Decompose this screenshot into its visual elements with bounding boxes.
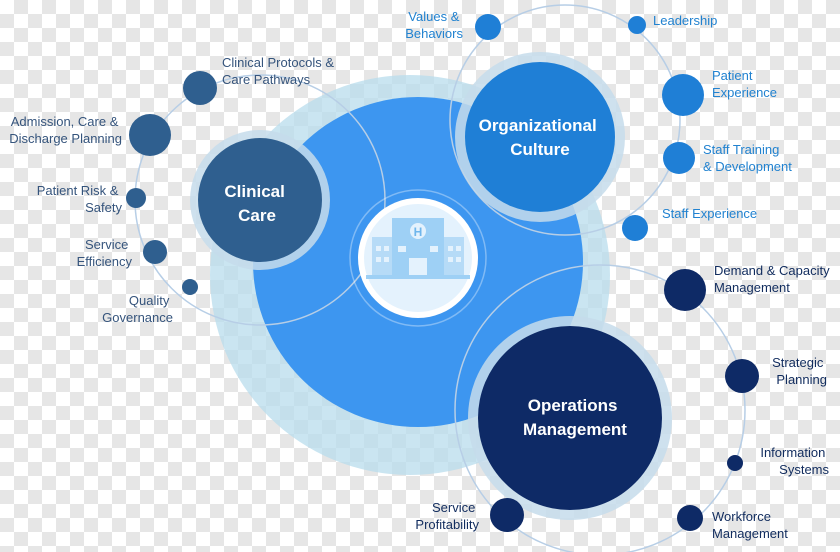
node-admission-care: Admission, Care & Discharge Planning bbox=[9, 114, 171, 156]
node-label: Staff Experience bbox=[662, 206, 757, 221]
node-clinical-protocols: Clinical Protocols & Care Pathways bbox=[183, 55, 338, 105]
node-label: Demand & Capacity Management bbox=[714, 263, 833, 295]
node-dot bbox=[664, 269, 706, 311]
organizational-culture-hub-label: Organizational Culture bbox=[479, 116, 602, 159]
node-service-profitability: Service Profitability bbox=[415, 498, 524, 532]
operations-management-hub bbox=[478, 326, 662, 510]
svg-text:H: H bbox=[414, 225, 423, 239]
node-dot bbox=[490, 498, 524, 532]
node-label: Admission, Care & Discharge Planning bbox=[9, 114, 122, 146]
node-staff-experience: Staff Experience bbox=[622, 206, 757, 241]
culture-orbit bbox=[449, 4, 681, 236]
node-strategic-planning: Strategic Planning bbox=[725, 355, 827, 393]
node-quality-governance: Quality Governance bbox=[102, 279, 198, 325]
node-dot bbox=[628, 16, 646, 34]
node-label: Workforce Management bbox=[712, 509, 788, 541]
node-dot bbox=[126, 188, 146, 208]
node-information-systems: Information Systems bbox=[727, 445, 829, 477]
node-dot bbox=[727, 455, 743, 471]
node-demand-capacity: Demand & Capacity Management bbox=[664, 263, 833, 311]
node-values-behaviors: Values & Behaviors bbox=[405, 9, 501, 41]
node-label: Leadership bbox=[653, 13, 717, 28]
node-workforce-management: Workforce Management bbox=[677, 505, 788, 541]
node-label: Values & Behaviors bbox=[405, 9, 463, 41]
node-patient-risk: Patient Risk & Safety bbox=[37, 183, 146, 215]
clinical-care-hub-label: Clinical Care bbox=[224, 182, 289, 225]
clinical-care-hub bbox=[198, 138, 322, 262]
node-dot bbox=[662, 74, 704, 116]
node-label: Patient Experience bbox=[712, 68, 777, 100]
node-dot bbox=[622, 215, 648, 241]
operations-orbit bbox=[454, 264, 746, 552]
operations-management-hub-label: Operations Management bbox=[523, 396, 627, 439]
node-patient-experience: Patient Experience bbox=[662, 68, 777, 116]
node-label: Patient Risk & Safety bbox=[37, 183, 123, 215]
node-label: Quality Governance bbox=[102, 293, 173, 325]
node-dot bbox=[183, 71, 217, 105]
node-dot bbox=[725, 359, 759, 393]
node-leadership: Leadership bbox=[628, 13, 717, 34]
node-label: Information Systems bbox=[760, 445, 829, 477]
node-label: Service Efficiency bbox=[77, 237, 133, 269]
node-label: Clinical Protocols & Care Pathways bbox=[222, 55, 338, 87]
node-label: Service Profitability bbox=[415, 500, 479, 532]
node-label: Staff Training & Development bbox=[703, 142, 792, 174]
node-dot bbox=[143, 240, 167, 264]
node-dot bbox=[129, 114, 171, 156]
organizational-culture-hub bbox=[465, 62, 615, 212]
node-staff-training: Staff Training & Development bbox=[663, 142, 792, 174]
hospital-icon: H bbox=[349, 189, 487, 327]
node-label: Strategic Planning bbox=[772, 355, 827, 387]
node-dot bbox=[677, 505, 703, 531]
node-service-efficiency: Service Efficiency bbox=[77, 237, 167, 269]
node-dot bbox=[182, 279, 198, 295]
node-dot bbox=[663, 142, 695, 174]
node-dot bbox=[475, 14, 501, 40]
